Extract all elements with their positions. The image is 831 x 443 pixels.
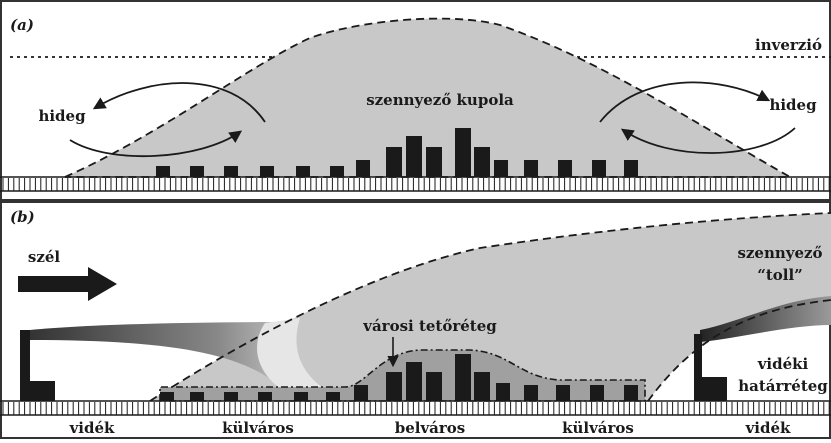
building xyxy=(406,362,422,401)
left-chimney-smoke xyxy=(30,322,298,401)
circulation-arrow-right-bottom xyxy=(620,127,796,154)
circulation-arrow-left-bottom xyxy=(69,130,243,158)
building xyxy=(590,385,604,401)
panel-b: (b) szél szennyező “toll” városi tetőrét… xyxy=(0,201,831,439)
building xyxy=(296,166,310,177)
cold-label-left: hideg xyxy=(38,107,86,125)
building xyxy=(474,372,490,401)
building xyxy=(455,354,471,401)
circulation-arrow-right-top xyxy=(599,81,771,123)
building xyxy=(426,372,442,401)
cold-label-right: hideg xyxy=(769,96,817,114)
panel-b-label: (b) xyxy=(10,208,35,226)
zone-label: vidék xyxy=(69,419,115,437)
building xyxy=(356,160,370,177)
urban-canopy-layer xyxy=(159,349,646,402)
zone-label: vidék xyxy=(745,419,791,437)
right-chimney-smoke xyxy=(700,296,831,342)
building xyxy=(386,372,402,401)
building xyxy=(556,385,570,401)
building xyxy=(326,392,340,401)
building xyxy=(294,392,308,401)
building xyxy=(524,160,538,177)
wind-arrow xyxy=(18,267,117,301)
building xyxy=(558,160,572,177)
right-factory xyxy=(702,377,727,401)
building xyxy=(330,166,344,177)
building xyxy=(494,160,508,177)
inversion-label: inverzió xyxy=(755,36,822,54)
building xyxy=(190,392,204,401)
canopy-label: városi tetőréteg xyxy=(362,317,497,335)
building xyxy=(354,385,368,401)
building xyxy=(474,147,490,177)
rural-layer-line1: vidéki xyxy=(757,355,809,373)
building xyxy=(156,166,170,177)
ground-b-hatching xyxy=(2,402,830,415)
buildings-b xyxy=(160,354,638,401)
building xyxy=(592,160,606,177)
zone-label: külváros xyxy=(562,419,634,437)
building xyxy=(224,166,238,177)
pollution-plume xyxy=(150,213,831,401)
building xyxy=(160,392,174,401)
building xyxy=(426,147,442,177)
zone-label: belváros xyxy=(395,419,466,437)
building xyxy=(190,166,204,177)
building xyxy=(524,385,538,401)
panel-a-label: (a) xyxy=(10,16,34,34)
smoke-diffusion xyxy=(257,318,345,401)
ground-a-hatching xyxy=(2,178,830,191)
zone-labels: vidék külváros belváros külváros vidék xyxy=(69,419,791,437)
buildings-a xyxy=(156,128,638,177)
plume-label-line1: szennyező xyxy=(737,244,822,262)
plume-upper-boundary xyxy=(149,212,831,402)
panel-a-frame xyxy=(0,0,831,201)
plume-label-line2: “toll” xyxy=(757,266,803,284)
circulation-arrow-left-top xyxy=(92,82,266,123)
building xyxy=(406,136,422,177)
rural-layer-boundary xyxy=(647,299,831,402)
pollution-dome xyxy=(64,17,794,178)
wind-label: szél xyxy=(28,248,61,266)
building xyxy=(260,166,274,177)
left-chimney xyxy=(20,330,30,401)
building xyxy=(455,128,471,177)
building xyxy=(496,383,510,401)
building xyxy=(224,392,238,401)
building xyxy=(624,385,638,401)
panel-a: (a) inverzió szennyező kupola hideg hide… xyxy=(0,0,831,201)
building xyxy=(258,392,272,401)
left-factory xyxy=(30,381,55,401)
building xyxy=(624,160,638,177)
right-chimney xyxy=(694,334,702,401)
dome-label: szennyező kupola xyxy=(366,91,514,109)
zone-label: külváros xyxy=(222,419,294,437)
rural-layer-line2: határréteg xyxy=(738,377,828,395)
building xyxy=(386,147,402,177)
